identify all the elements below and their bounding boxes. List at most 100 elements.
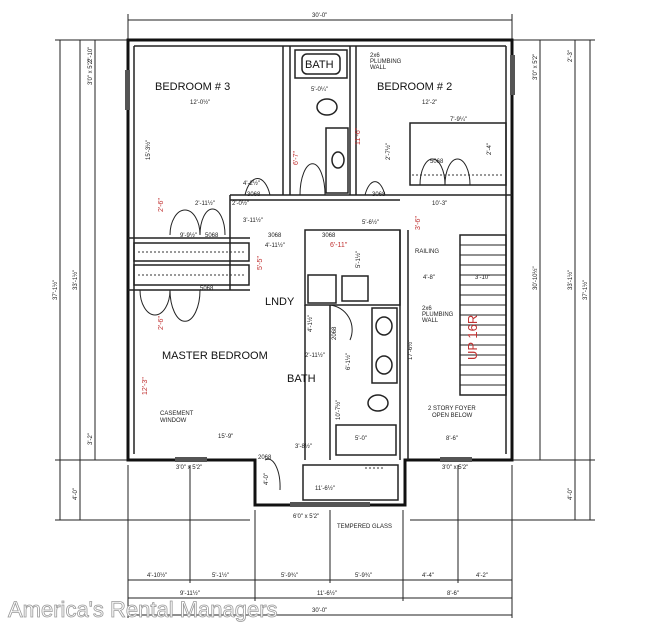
note: 2x6 <box>422 306 432 312</box>
dimension: 2'-6" <box>158 198 165 212</box>
dimension: 15'-3½" <box>145 140 152 160</box>
dimension: 3'-2" <box>88 433 94 445</box>
dimension: 12'-3" <box>142 377 149 395</box>
dimension: 4'-0" <box>568 488 574 500</box>
dimension: 30'-10½" <box>532 266 539 290</box>
note: WALL <box>422 318 439 324</box>
dimension: 8'-6" <box>446 436 458 442</box>
note: RAILING <box>415 249 439 255</box>
room-bedroom-3: BEDROOM # 3 <box>155 81 230 93</box>
dimension: 3'-10" <box>475 275 490 281</box>
dimension: 11'-6½" <box>315 485 335 492</box>
dimension: 4'-10½" <box>147 572 167 579</box>
dimension: 10'-7½" <box>335 400 342 420</box>
dimension: 6'-7" <box>293 151 300 165</box>
opening-labels: 3068 3068 3068 3068 5068 5068 5068 2068 … <box>88 54 539 520</box>
note: CASEMENT <box>160 411 194 417</box>
note: WINDOW <box>160 418 187 424</box>
stair-treads <box>460 244 506 386</box>
dimension: 2'-11½" <box>195 200 215 207</box>
dimension: 15'-9" <box>218 434 233 440</box>
dimension: 10'-3" <box>432 201 447 207</box>
dimension: 17'-6½" <box>407 340 414 360</box>
dimension: 3'-11½" <box>243 217 263 224</box>
dimension: 9'-11½" <box>180 590 200 597</box>
dimension: 5'-9¾" <box>355 573 372 579</box>
dimension: 12'-0½" <box>190 99 210 106</box>
foyer-label-1: 2 STORY FOYER <box>428 406 476 412</box>
dimension: 7'-9¼" <box>450 117 467 123</box>
door-tag: 3068 <box>247 192 261 198</box>
window-tag: 6'0" x 5'2" <box>293 514 319 520</box>
dimension: 37'-1½" <box>52 280 59 300</box>
window-tag: 3'0" x 5'2" <box>533 54 539 80</box>
room-master-bedroom: MASTER BEDROOM <box>162 350 268 362</box>
dimension: 4'-0" <box>264 473 270 485</box>
dimension: 5'-9¾" <box>281 573 298 579</box>
dimension: 3'-8½" <box>295 443 312 450</box>
dimension: 33'-1½" <box>72 270 79 290</box>
dimension: 5'-1½" <box>355 251 362 268</box>
room-bedroom-2: BEDROOM # 2 <box>377 81 452 93</box>
door-tag: 2068 <box>258 455 272 461</box>
dimension: 2'-0½" <box>232 200 249 207</box>
dimension: 4'-11½" <box>265 242 285 249</box>
note: TEMPERED GLASS <box>337 524 392 530</box>
room-laundry: LNDY <box>265 296 295 308</box>
door-tag: 5068 <box>200 286 214 292</box>
dimension: 5'-1½" <box>212 572 229 579</box>
dimension: 4'-2½" <box>243 180 260 187</box>
dimension: 37'-1½" <box>582 280 589 300</box>
walls <box>125 38 515 507</box>
door-tag: 3068 <box>322 233 336 239</box>
dimension: 4'-2" <box>476 573 488 579</box>
note: PLUMBING <box>422 312 454 318</box>
dimension: 12'-2" <box>422 100 437 106</box>
door-tag: 5068 <box>430 159 444 165</box>
foyer-label-2: OPEN BELOW <box>432 413 473 419</box>
dimension-labels: 30'-0" 37'-1½" 33'-1½" 30'-10½" 33'-1½" … <box>52 13 589 614</box>
dimension: 5'-0¼" <box>311 87 328 93</box>
dimension: 6'-1½" <box>345 353 352 370</box>
dimension: 5'-6½" <box>362 219 379 226</box>
door-tag: 3068 <box>268 233 282 239</box>
notes: 2x6 PLUMBING WALL 2x6 PLUMBING WALL RAIL… <box>160 53 454 530</box>
dimension: 2'-3" <box>568 50 574 62</box>
dimension: 11'-6½" <box>317 590 337 597</box>
dimension: 11'-6" <box>355 127 362 145</box>
dimension: 3'-6" <box>415 216 422 230</box>
dimension: 30'-0" <box>312 608 327 614</box>
dimension: 4'-1½" <box>307 315 314 332</box>
dimension: 4'-8" <box>423 275 435 281</box>
dimension: 8'-6" <box>447 591 459 597</box>
room-bath-master: BATH <box>287 373 316 385</box>
dimension: 2'-11½" <box>305 352 325 359</box>
window-tag: 3'0" x 5'2" <box>442 465 468 471</box>
dimension: 30'-0" <box>312 13 327 19</box>
dimension: 5'-0" <box>355 436 367 442</box>
window-tag: 3'0" x 5'2" <box>88 59 94 85</box>
window-tag: 3'0" x 5'2" <box>176 465 202 471</box>
dimension: 2'-6" <box>158 316 165 330</box>
dimension: 6'-11" <box>330 242 348 249</box>
dimension: 2'-7½" <box>385 143 392 160</box>
dimension: 4'-4" <box>422 573 434 579</box>
note: WALL <box>370 65 387 71</box>
dimension: 33'-1½" <box>567 270 574 290</box>
room-bath-top: BATH <box>305 59 334 71</box>
note: PLUMBING <box>370 59 402 65</box>
dimension: 9'-9½" <box>180 232 197 239</box>
dimension: 2'-10" <box>88 47 94 62</box>
dimension: 2'-4" <box>487 143 493 155</box>
dimension-lines <box>55 14 595 618</box>
door-tag: 2068 <box>332 326 338 340</box>
stairs-label: UP 16R <box>465 315 480 360</box>
dimension: 4'-0" <box>73 488 79 500</box>
note: 2x6 <box>370 53 380 59</box>
door-tag: 5068 <box>205 233 219 239</box>
room-labels: BEDROOM # 3 BEDROOM # 2 MASTER BEDROOM B… <box>155 59 480 419</box>
dimension: 5'-5" <box>257 256 264 270</box>
door-tag: 3068 <box>372 192 386 198</box>
watermark: America's Rental Managers <box>8 597 278 622</box>
